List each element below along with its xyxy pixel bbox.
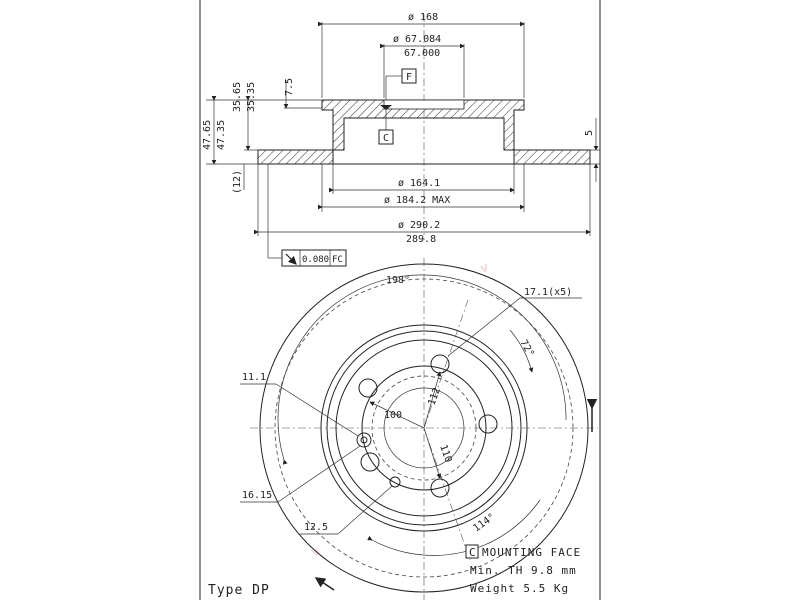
angle-198: 198° (386, 275, 410, 286)
angle-114: 114° (471, 512, 497, 535)
mounting-box-letter: C (469, 546, 477, 559)
hub-recess (383, 99, 465, 110)
dim-47-65: 47.65 (202, 120, 213, 150)
dim-184-2: ø 184.2 MAX (384, 195, 450, 206)
info-block: C MOUNTING FACE Min. TH 9.8 mm Weight 5.… (208, 544, 581, 598)
dim-right-5: 5 (584, 130, 595, 136)
dim-hub-lower: 67.000 (404, 48, 440, 59)
dim-47-35: 47.35 (216, 120, 227, 150)
rotation-arrow-icon (314, 577, 335, 591)
datum-f-box (401, 68, 417, 84)
runout-ref: FC (332, 255, 343, 265)
dim-289-8: 289.8 (406, 234, 436, 245)
r-112: 112 (426, 386, 443, 407)
svg-text:V: V (310, 546, 322, 559)
datum-c: C (383, 133, 389, 144)
r-110: 110 (437, 443, 454, 464)
r-100: 100 (384, 410, 402, 421)
dim-offset-7-5: 7.5 (284, 78, 295, 96)
datum-f: F (406, 72, 412, 83)
dim-top-diameter: ø 168 (408, 12, 438, 23)
bolt-hole (478, 414, 498, 434)
dim-164-1: ø 164.1 (398, 178, 440, 189)
bolt-hole (430, 478, 450, 498)
r-16-15: 16.15 (242, 490, 272, 501)
r-11-1: 11.1 (242, 372, 266, 383)
angle-72: 72° (517, 338, 536, 359)
section-view: ø 168 ø 67.084 67.000 F C 7.5 35.65 35.3… (202, 12, 600, 267)
datum-c-box (378, 129, 394, 145)
dim-290-2: ø 290.2 (398, 220, 440, 231)
svg-text:V: V (479, 263, 490, 276)
watermark-logo: V V (310, 263, 490, 560)
small-hole (389, 476, 401, 488)
runout-symbol-icon (285, 253, 297, 265)
flange-right-hatch (513, 149, 591, 165)
dim-35-35: 35.35 (246, 82, 257, 112)
hat-section-hatch (321, 99, 525, 151)
r-12-5: 12.5 (304, 522, 328, 533)
bolt-hole (360, 452, 380, 472)
hole-17-1: 17.1(x5) (524, 287, 572, 298)
runout-value: 0.080 (302, 255, 329, 265)
dim-hub-upper: ø 67.084 (393, 34, 441, 45)
weight: Weight 5.5 Kg (470, 582, 569, 595)
dim-35-65: 35.65 (232, 82, 243, 112)
locator-hole (356, 432, 372, 448)
type-label: Type DP (208, 583, 270, 598)
min-thickness: Min. TH 9.8 mm (470, 564, 577, 577)
bolt-hole (358, 378, 378, 398)
mounting-face-box (465, 544, 479, 559)
front-view: 198° 17.1(x5) 72° 11.1 100 112 110 16.15… (240, 258, 598, 600)
flange-left-hatch (257, 149, 334, 165)
mounting-face-label: MOUNTING FACE (482, 546, 581, 559)
dim-thickness-12: (12) (232, 170, 243, 194)
